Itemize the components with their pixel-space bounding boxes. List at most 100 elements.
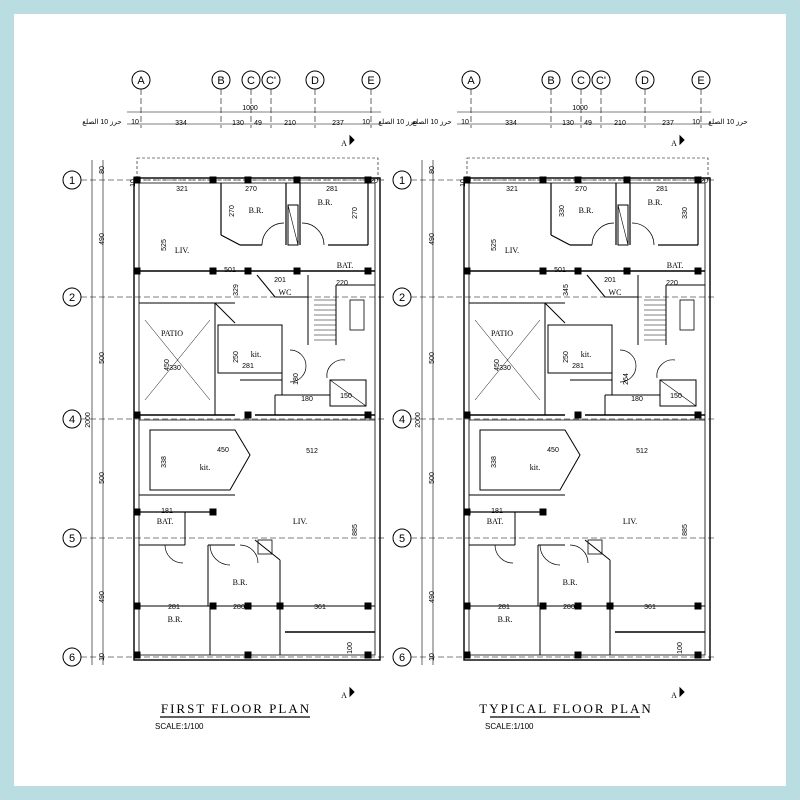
dim-segment: 237 bbox=[662, 120, 674, 127]
dim-label: 450 bbox=[494, 359, 501, 371]
room-label: LIV. bbox=[505, 246, 519, 255]
dim-segment: 490 bbox=[99, 591, 106, 603]
dim-label: 525 bbox=[491, 239, 498, 251]
room-label: BAT. bbox=[667, 261, 684, 270]
wall bbox=[584, 539, 611, 561]
column bbox=[463, 176, 471, 184]
dim-edge: 10 bbox=[461, 119, 469, 126]
plan-title: FIRST FLOOR PLAN bbox=[161, 701, 311, 716]
column bbox=[244, 411, 252, 419]
dim-label: 330 bbox=[559, 205, 566, 217]
column bbox=[463, 508, 471, 516]
dim-total: 1000 bbox=[242, 105, 258, 112]
dim-segment: 490 bbox=[99, 233, 106, 245]
column bbox=[539, 267, 547, 275]
door-swing bbox=[164, 544, 184, 564]
dim-label: 281 bbox=[572, 363, 584, 370]
door-swing bbox=[301, 222, 325, 246]
dim-segment: 80 bbox=[99, 166, 106, 174]
plan-title: TYPICAL FLOOR PLAN bbox=[479, 701, 652, 716]
setback-label: حرز 10 الصلع bbox=[412, 118, 451, 126]
section-mark-label: A bbox=[341, 691, 347, 700]
room-label: LIV. bbox=[623, 517, 637, 526]
room-label: B.R. bbox=[579, 206, 594, 215]
dim-total: 2000 bbox=[85, 412, 92, 428]
dim-label: 281 bbox=[656, 186, 668, 193]
dim-label: 321 bbox=[176, 186, 188, 193]
patio-cross bbox=[474, 319, 541, 401]
column bbox=[133, 602, 141, 610]
grid-column-label: B bbox=[217, 75, 224, 87]
door-swing bbox=[209, 544, 231, 566]
column bbox=[133, 176, 141, 184]
room-label: WC bbox=[609, 288, 622, 297]
column bbox=[276, 602, 284, 610]
column bbox=[463, 411, 471, 419]
door-swing bbox=[619, 349, 637, 383]
dim-label: 330 bbox=[169, 365, 181, 372]
shaft-cross bbox=[287, 204, 299, 246]
section-arrow bbox=[679, 134, 685, 146]
door-swing bbox=[591, 222, 615, 246]
plan-scale: SCALE:1/100 bbox=[485, 722, 534, 731]
dim-segment: 334 bbox=[505, 120, 517, 127]
balcony-line bbox=[466, 157, 709, 181]
shaft bbox=[617, 204, 629, 246]
grid-row-label: 1 bbox=[399, 175, 405, 187]
grid-column-label: E bbox=[367, 75, 374, 87]
dim-label: 281 bbox=[498, 604, 510, 611]
dim-label: 281 bbox=[326, 186, 338, 193]
grid-row-label: 2 bbox=[69, 292, 75, 304]
door-swing bbox=[261, 222, 285, 246]
grid-column-label: D bbox=[311, 75, 319, 87]
grid-row-label: 5 bbox=[69, 533, 75, 545]
dim-label: 501 bbox=[554, 267, 566, 274]
dim-label: 280 bbox=[563, 604, 575, 611]
dim-segment: 10 bbox=[429, 653, 436, 661]
shaft-cross bbox=[659, 379, 697, 407]
column bbox=[293, 176, 301, 184]
column bbox=[694, 176, 702, 184]
dim-segment: 500 bbox=[99, 472, 106, 484]
dim-label: 220 bbox=[666, 280, 678, 287]
grid-row-label: 6 bbox=[69, 652, 75, 664]
balcony-line bbox=[136, 157, 379, 181]
column bbox=[364, 411, 372, 419]
grid-column-label: D bbox=[641, 75, 649, 87]
dim-label: 201 bbox=[274, 277, 286, 284]
room-label: B.R. bbox=[233, 578, 248, 587]
wall bbox=[254, 539, 281, 561]
dim-segment: 130 bbox=[562, 120, 574, 127]
room-label: kit. bbox=[530, 463, 540, 472]
wall bbox=[550, 234, 571, 246]
dim-label: 280 bbox=[233, 604, 245, 611]
dim-label: 181 bbox=[161, 508, 173, 515]
dim-segment: 210 bbox=[284, 120, 296, 127]
wall bbox=[586, 274, 606, 298]
section-arrow bbox=[679, 686, 685, 698]
dim-label: 180 bbox=[631, 396, 643, 403]
setback-label: حرز 10 الصلع bbox=[378, 118, 417, 126]
column bbox=[574, 267, 582, 275]
room-label: WC bbox=[279, 288, 292, 297]
column bbox=[623, 267, 631, 275]
shaft bbox=[659, 379, 697, 407]
dim-label: 885 bbox=[352, 524, 359, 536]
grid-row-label: 6 bbox=[399, 652, 405, 664]
column bbox=[244, 602, 252, 610]
dim-segment: 490 bbox=[429, 591, 436, 603]
dim-total: 1000 bbox=[572, 105, 588, 112]
section-mark-label: A bbox=[341, 139, 347, 148]
dim-label: 20 bbox=[370, 178, 378, 185]
grid-column-label: C' bbox=[596, 75, 606, 87]
dim-segment: 10 bbox=[99, 653, 106, 661]
dim-label: 281 bbox=[168, 604, 180, 611]
dim-label: 100 bbox=[347, 642, 354, 654]
dim-edge: 10 bbox=[362, 119, 370, 126]
dim-label: 250 bbox=[233, 351, 240, 363]
dim-label: 361 bbox=[644, 604, 656, 611]
dim-segment: 210 bbox=[614, 120, 626, 127]
dim-edge: 10 bbox=[692, 119, 700, 126]
